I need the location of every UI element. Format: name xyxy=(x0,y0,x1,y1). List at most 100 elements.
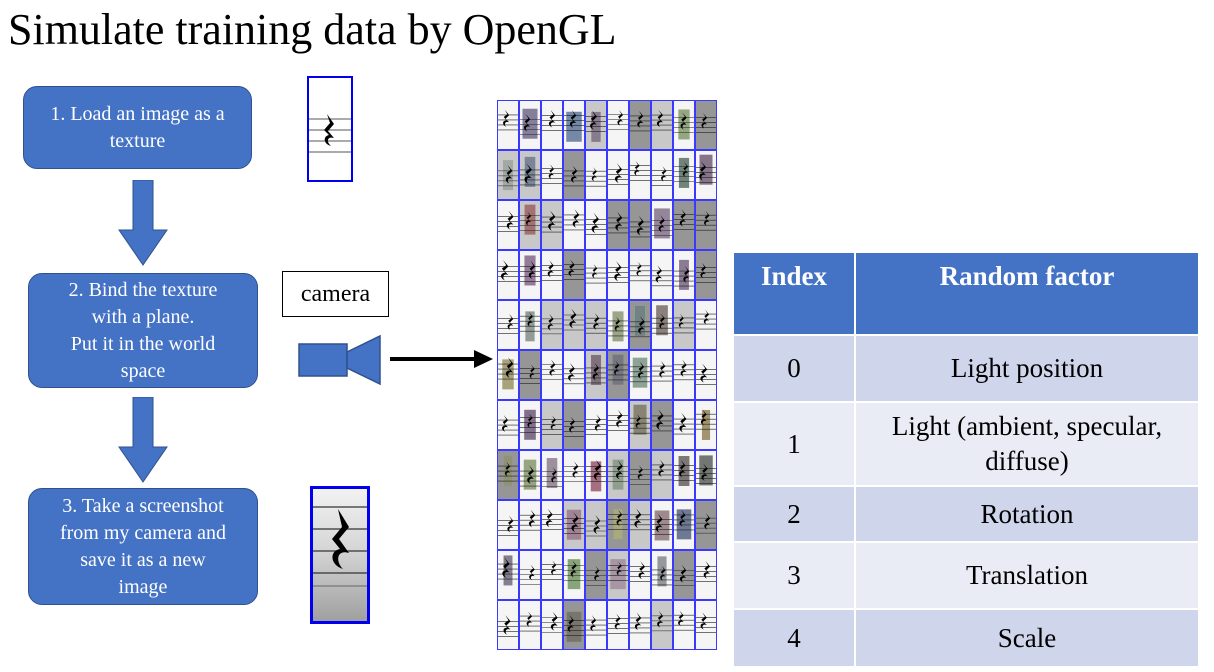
sample-tile xyxy=(695,350,717,400)
quarter-rest-icon xyxy=(551,467,557,483)
sample-tile xyxy=(585,450,607,500)
sample-tile xyxy=(673,200,695,250)
quarter-rest-icon xyxy=(528,260,536,280)
quarter-rest-icon xyxy=(659,313,665,330)
sample-tile xyxy=(585,100,607,150)
sample-tile xyxy=(541,500,563,550)
table-header-row: Index Random factor xyxy=(734,253,1200,335)
sample-tile xyxy=(563,550,585,600)
quarter-rest-icon xyxy=(523,113,531,132)
random-factor-table: Index Random factor 0 Light position 1 L… xyxy=(734,253,1200,666)
quarter-rest-icon xyxy=(571,165,578,184)
quarter-rest-icon xyxy=(572,209,580,228)
sample-tile xyxy=(541,350,563,400)
quarter-rest-icon xyxy=(657,610,664,628)
sample-tile xyxy=(651,500,673,550)
sample-tile xyxy=(541,400,563,450)
quarter-rest-icon xyxy=(636,215,644,236)
sample-tile xyxy=(563,300,585,350)
quarter-rest-icon xyxy=(507,515,514,533)
quarter-rest-icon xyxy=(615,163,623,184)
sample-tile xyxy=(585,150,607,200)
quarter-rest-icon xyxy=(634,612,642,631)
sample-tile xyxy=(673,100,695,150)
sample-tile xyxy=(563,150,585,200)
sample-tile xyxy=(585,300,607,350)
quarter-rest-icon xyxy=(679,509,686,527)
factor-cell: Light position xyxy=(855,334,1200,402)
quarter-rest-icon xyxy=(701,112,708,129)
quarter-rest-icon xyxy=(700,363,708,383)
quarter-rest-icon xyxy=(679,209,686,227)
sample-tile xyxy=(695,500,717,550)
sample-tile xyxy=(629,500,651,550)
quarter-rest-icon xyxy=(661,166,667,182)
sample-tile xyxy=(695,150,717,200)
quarter-rest-icon xyxy=(700,409,707,426)
sample-tile xyxy=(607,150,629,200)
quarter-rest-icon xyxy=(616,509,623,526)
quarter-rest-icon xyxy=(572,461,579,478)
quarter-rest-icon xyxy=(616,561,622,576)
sample-tile xyxy=(519,200,541,250)
sample-tile xyxy=(563,350,585,400)
sample-tile xyxy=(629,200,651,250)
quarter-rest-icon xyxy=(527,311,533,327)
table-row: 4 Scale xyxy=(734,608,1200,666)
quarter-rest-icon xyxy=(550,415,556,431)
quarter-rest-icon xyxy=(592,362,599,381)
quarter-rest-icon xyxy=(679,459,686,478)
sample-tile xyxy=(541,200,563,250)
quarter-rest-icon xyxy=(547,313,554,331)
quarter-rest-icon xyxy=(505,165,513,184)
sample-tile xyxy=(519,150,541,200)
sample-tile xyxy=(629,550,651,600)
quarter-rest-icon xyxy=(679,564,687,583)
quarter-rest-icon xyxy=(547,260,554,278)
sample-tile xyxy=(629,400,651,450)
quarter-rest-icon xyxy=(656,109,664,128)
down-arrow-icon xyxy=(118,397,168,483)
sample-tile xyxy=(519,400,541,450)
sample-tile xyxy=(497,400,519,450)
column-header-random-factor: Random factor xyxy=(855,253,1200,335)
quarter-rest-icon xyxy=(680,359,687,377)
sample-tile xyxy=(607,350,629,400)
quarter-rest-icon xyxy=(507,313,514,331)
quarter-rest-icon xyxy=(528,509,536,528)
index-cell: 3 xyxy=(734,541,856,609)
sample-tile xyxy=(563,100,585,150)
sample-tile xyxy=(695,550,717,600)
quarter-rest-icon xyxy=(548,109,556,128)
sample-tile xyxy=(651,250,673,300)
quarter-rest-icon xyxy=(634,161,640,176)
quarter-rest-icon xyxy=(678,610,684,627)
sample-tile xyxy=(607,400,629,450)
quarter-rest-icon xyxy=(527,465,534,485)
sample-tile xyxy=(497,250,519,300)
sample-tile xyxy=(585,500,607,550)
camera-icon xyxy=(298,334,381,386)
quarter-rest-icon xyxy=(505,357,514,379)
quarter-rest-icon xyxy=(591,167,597,182)
sample-tile xyxy=(519,350,541,400)
right-arrow-icon xyxy=(390,350,493,368)
quarter-rest-icon xyxy=(638,316,645,335)
quarter-rest-icon xyxy=(679,412,687,433)
sample-tile xyxy=(541,150,563,200)
quarter-rest-icon xyxy=(591,212,600,234)
quarter-rest-icon xyxy=(569,308,577,329)
quarter-rest-icon xyxy=(700,612,707,630)
sample-tile xyxy=(497,100,519,150)
quarter-rest-icon xyxy=(567,615,574,633)
sample-tile xyxy=(673,400,695,450)
quarter-rest-icon xyxy=(658,459,665,477)
sample-tile xyxy=(651,400,673,450)
step-load-image: 1. Load an image as a texture xyxy=(23,86,252,169)
sample-tile xyxy=(607,250,629,300)
quarter-rest-icon xyxy=(502,414,509,432)
factor-cell: Translation xyxy=(855,541,1200,609)
quarter-rest-icon xyxy=(635,414,641,429)
sample-tile xyxy=(519,300,541,350)
quarter-rest-icon xyxy=(701,463,708,481)
